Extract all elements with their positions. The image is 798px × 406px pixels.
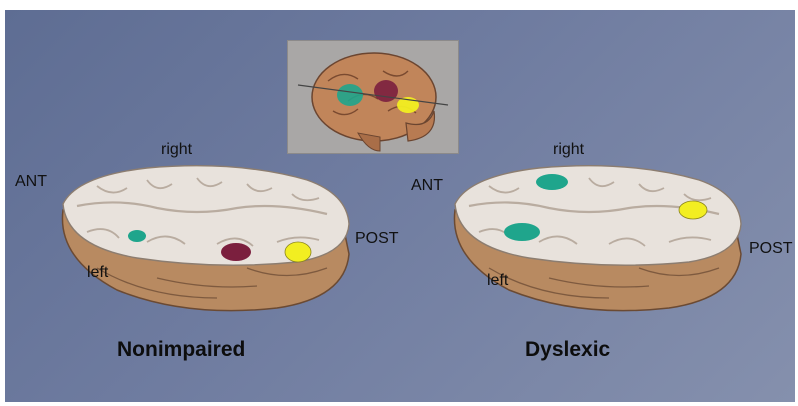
- region-left-frontal: [128, 230, 146, 242]
- label-left: left: [87, 264, 108, 282]
- lateral-brain-illustration: [288, 41, 458, 153]
- inset-region-frontal: [337, 84, 363, 106]
- nonimpaired-brain-section: [57, 158, 357, 318]
- inset-panel: [287, 40, 459, 154]
- region-left-occipito-temporal: [285, 242, 311, 262]
- label-right: right: [553, 141, 584, 159]
- region-left-frontal: [504, 223, 540, 241]
- panel-title-dyslexic: Dyslexic: [525, 338, 610, 362]
- label-posterior: POST: [749, 240, 793, 258]
- label-right: right: [161, 141, 192, 159]
- region-right-frontal: [536, 174, 568, 190]
- region-right-occipital: [679, 201, 707, 219]
- dyslexic-brain-section: [449, 158, 749, 318]
- panel-title-nonimpaired: Nonimpaired: [117, 338, 245, 362]
- label-left: left: [487, 272, 508, 290]
- figure-canvas: right ANT POST left Nonimpaired right AN…: [5, 10, 795, 402]
- inset-region-parieto-temporal: [374, 80, 398, 102]
- label-anterior: ANT: [15, 173, 47, 191]
- label-posterior: POST: [355, 230, 399, 248]
- label-anterior: ANT: [411, 177, 443, 195]
- region-left-parieto-temporal: [221, 243, 251, 261]
